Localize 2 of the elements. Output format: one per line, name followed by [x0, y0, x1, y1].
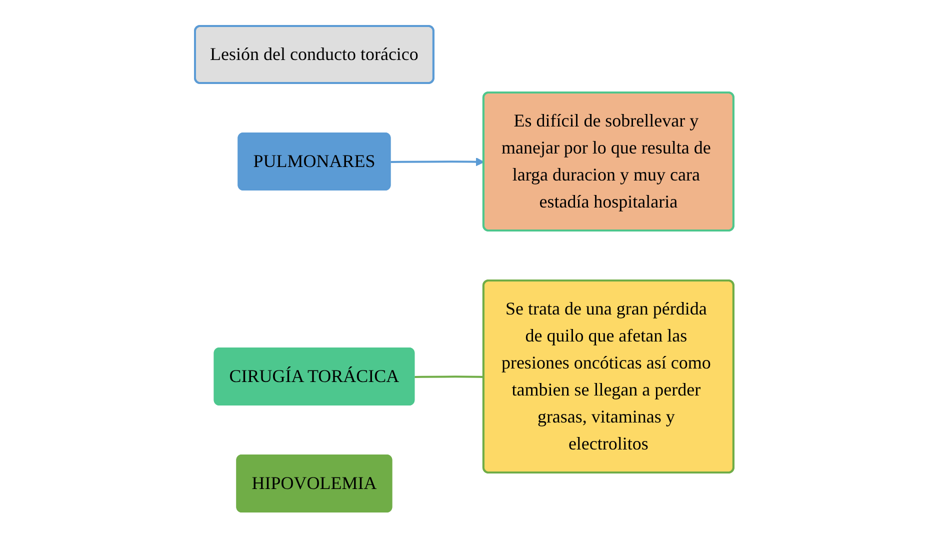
arrow	[390, 157, 484, 166]
connector	[414, 376, 484, 378]
